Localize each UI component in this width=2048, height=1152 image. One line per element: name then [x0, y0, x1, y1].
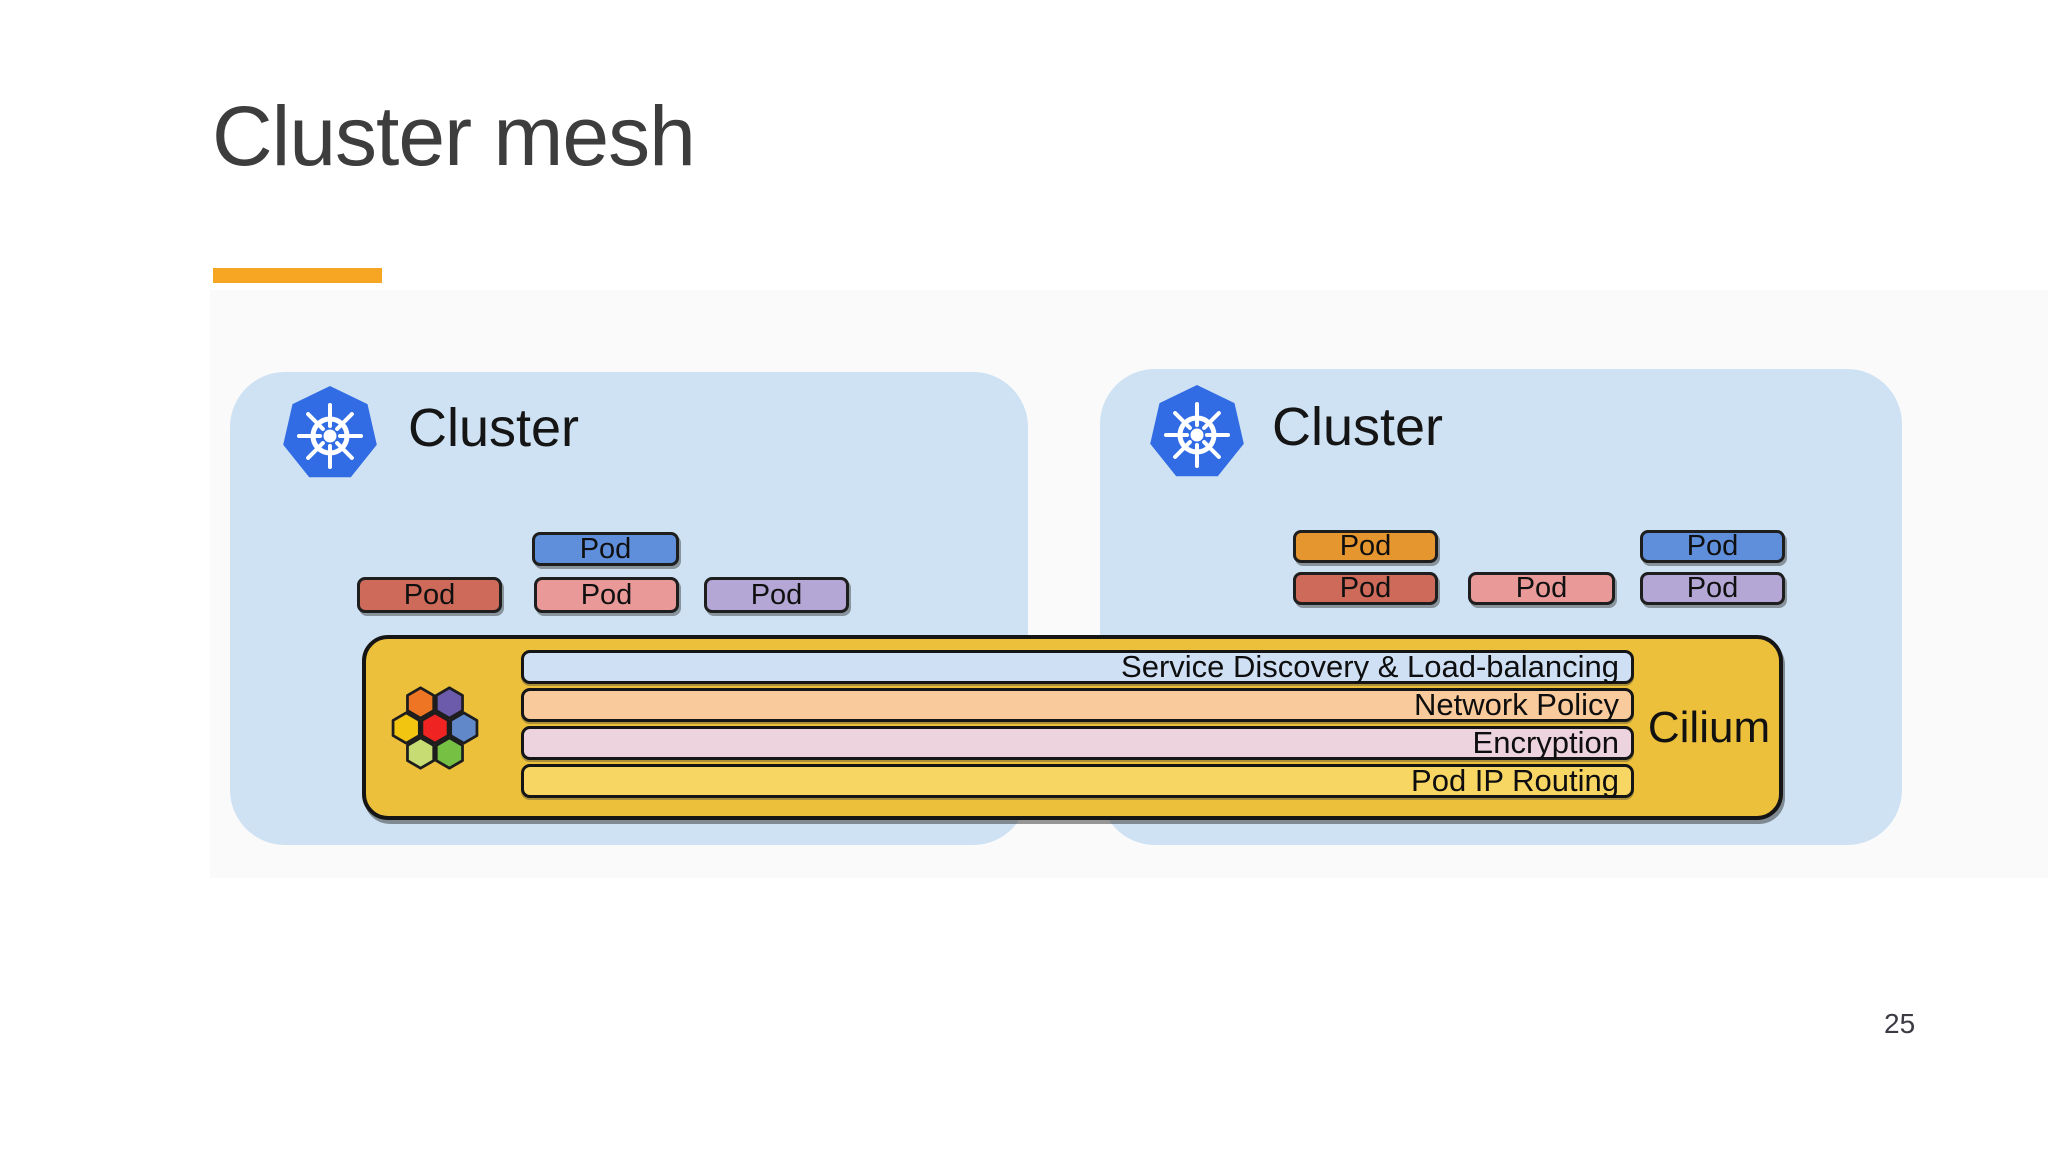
cilium-label: Cilium — [1647, 702, 1771, 752]
pod-badge: Pod — [1640, 530, 1785, 563]
cilium-layer-network-policy: Network Policy — [521, 687, 1634, 722]
page-number: 25 — [1884, 1008, 1916, 1039]
kubernetes-icon — [283, 386, 377, 478]
title-accent-bar — [213, 268, 382, 283]
pod-label: Pod — [1339, 530, 1392, 562]
pod-label: Pod — [579, 532, 632, 565]
pod-badge: Pod — [1640, 572, 1785, 605]
pod-label: Pod — [1686, 572, 1739, 604]
pod-badge: Pod — [534, 577, 679, 613]
pod-badge: Pod — [1293, 530, 1438, 563]
pod-label: Pod — [580, 578, 633, 611]
cilium-layer-encryption: Encryption — [521, 725, 1634, 760]
cilium-layer-label: Pod IP Routing — [1411, 763, 1619, 798]
pod-label: Pod — [750, 578, 803, 611]
cilium-layer-service-discovery: Service Discovery & Load-balancing — [521, 649, 1634, 684]
cluster-label: Cluster — [1272, 397, 1444, 457]
pod-label: Pod — [1515, 572, 1568, 604]
cilium-layer-label: Service Discovery & Load-balancing — [1121, 649, 1619, 684]
pod-badge: Pod — [532, 532, 679, 566]
page-title: Cluster mesh — [212, 89, 696, 183]
pod-label: Pod — [1339, 572, 1392, 604]
cilium-layer-pod-ip-routing: Pod IP Routing — [521, 763, 1634, 798]
cilium-layer-label: Encryption — [1472, 725, 1619, 760]
pod-badge: Pod — [1468, 572, 1615, 605]
pod-badge: Pod — [357, 577, 502, 613]
cluster-label: Cluster — [408, 398, 580, 458]
pod-label: Pod — [1686, 530, 1739, 562]
cilium-box: Service Discovery & Load-balancing Netwo… — [362, 635, 1783, 820]
pod-badge: Pod — [704, 577, 849, 613]
pod-badge: Pod — [1293, 572, 1438, 605]
cilium-logo-icon — [391, 686, 479, 770]
cilium-layers: Service Discovery & Load-balancing Netwo… — [521, 649, 1634, 798]
cilium-layer-label: Network Policy — [1414, 687, 1619, 722]
kubernetes-icon — [1150, 385, 1244, 477]
pod-label: Pod — [403, 578, 456, 611]
